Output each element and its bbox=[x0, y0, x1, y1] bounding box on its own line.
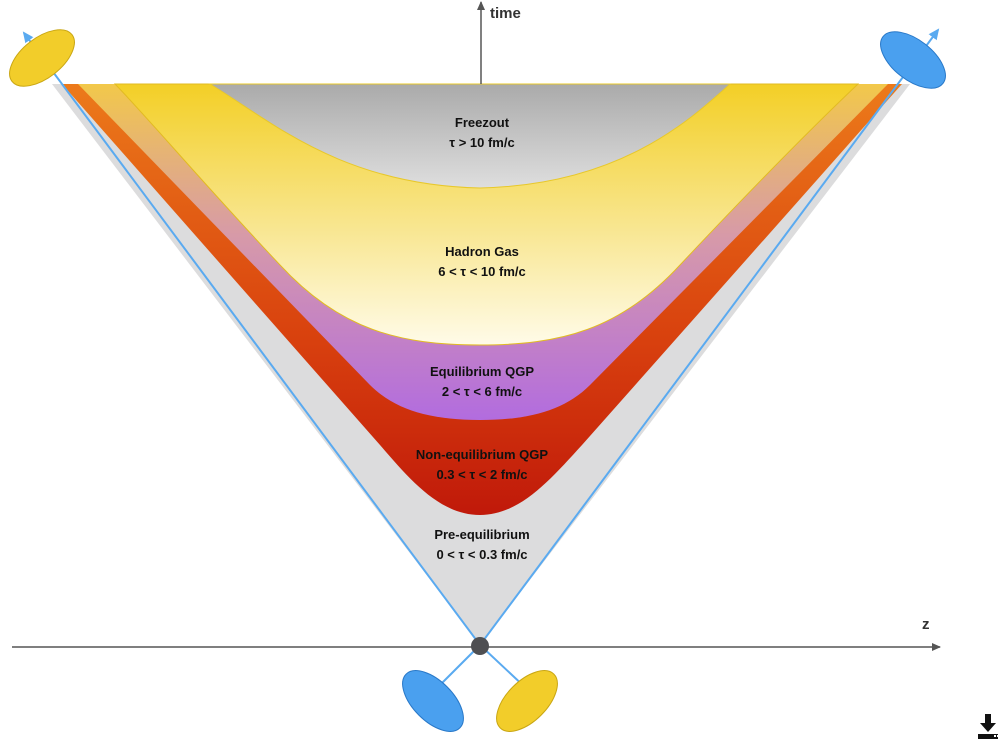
equilibrium-qgp-label: Equilibrium QGP bbox=[430, 364, 534, 379]
pre-equilibrium-range: 0 < τ < 0.3 fm/c bbox=[436, 547, 527, 562]
nucleus-blue-bottom-left bbox=[402, 670, 464, 732]
equilibrium-qgp-range: 2 < τ < 6 fm/c bbox=[442, 384, 522, 399]
hadron-gas-range: 6 < τ < 10 fm/c bbox=[438, 264, 525, 279]
freezeout-range: τ > 10 fm/c bbox=[449, 135, 514, 150]
download-icon bbox=[978, 714, 999, 739]
hadron-gas-region bbox=[113, 83, 860, 346]
hadron-gas-label: Hadron Gas bbox=[445, 244, 519, 259]
light-cone-left bbox=[22, 31, 481, 646]
nucleus-blue-top-right bbox=[880, 31, 946, 89]
pre-equilibrium-label: Pre-equilibrium bbox=[434, 527, 529, 542]
time-axis-label: time bbox=[490, 5, 521, 22]
light-cone-right bbox=[479, 28, 940, 646]
z-axis-label: z bbox=[922, 616, 930, 633]
nucleus-yellow-top-left bbox=[9, 29, 75, 87]
download-button[interactable] bbox=[976, 712, 1002, 742]
non-equilibrium-qgp-label: Non-equilibrium QGP bbox=[416, 447, 548, 462]
nucleus-yellow-bottom-right bbox=[496, 670, 558, 732]
freezeout-label: Freezout bbox=[455, 115, 510, 130]
collision-point bbox=[471, 637, 489, 655]
non-equilibrium-qgp-range: 0.3 < τ < 2 fm/c bbox=[436, 467, 527, 482]
freezeout-region bbox=[208, 83, 732, 189]
